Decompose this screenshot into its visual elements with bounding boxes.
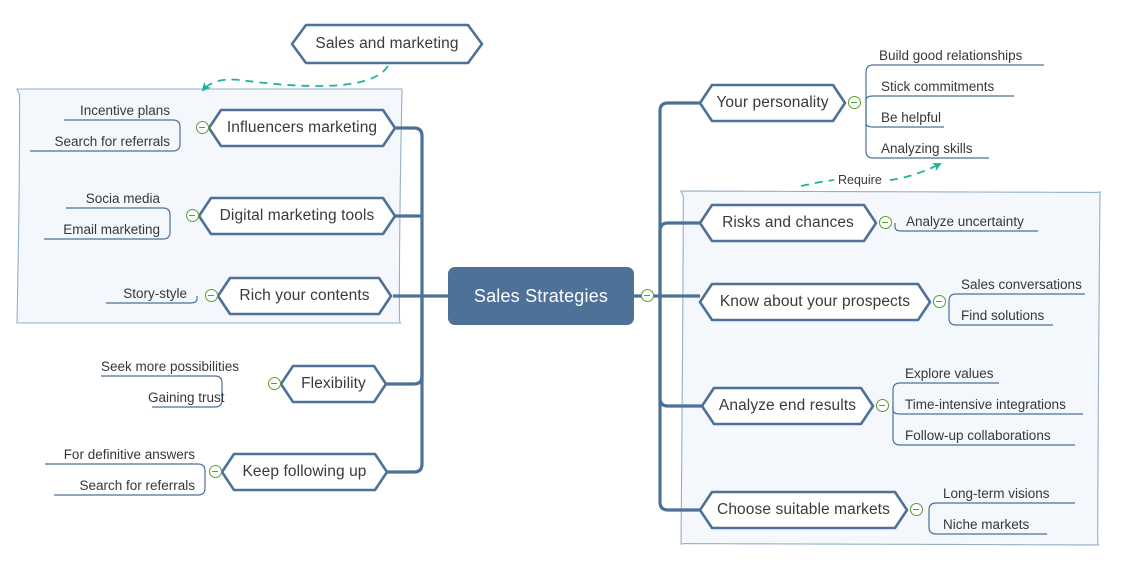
branch-label-rich-your-contents[interactable]: Rich your contents bbox=[239, 287, 370, 304]
floating-topic-label[interactable]: Sales and marketing bbox=[315, 35, 459, 52]
center-node-label: Sales Strategies bbox=[473, 285, 609, 306]
branch-label-analyze-end-results[interactable]: Analyze end results bbox=[718, 397, 857, 414]
branch-label-your-personality[interactable]: Your personality bbox=[716, 94, 829, 111]
leaf-story-style[interactable]: Story-style bbox=[123, 286, 187, 301]
leaf-niche-markets[interactable]: Niche markets bbox=[943, 517, 1030, 532]
toggle-digital-marketing-tools[interactable] bbox=[186, 209, 199, 222]
relationship-arrow-sales-marketing bbox=[201, 65, 389, 92]
leaf-socia-media[interactable]: Socia media bbox=[85, 191, 160, 206]
toggle-risks-and-chances[interactable] bbox=[879, 216, 892, 229]
toggle-rich-your-contents[interactable] bbox=[205, 289, 218, 302]
branch-label-risks-and-chances[interactable]: Risks and chances bbox=[722, 214, 854, 231]
leaf-find-solutions[interactable]: Find solutions bbox=[961, 308, 1045, 323]
leaf-long-term-visions[interactable]: Long-term visions bbox=[943, 486, 1050, 501]
branch-label-digital-marketing-tools[interactable]: Digital marketing tools bbox=[219, 207, 375, 224]
right-connectors bbox=[634, 101, 702, 512]
leaf-stick-commitments[interactable]: Stick commitments bbox=[881, 79, 995, 94]
toggle-influencers-marketing[interactable] bbox=[196, 121, 209, 134]
branch-label-influencers-marketing[interactable]: Influencers marketing bbox=[226, 119, 378, 136]
leaf-gaining-trust[interactable]: Gaining trust bbox=[148, 390, 225, 405]
left-leaf-rules bbox=[30, 119, 223, 496]
toggle-flexibility[interactable] bbox=[268, 377, 281, 390]
leaf-seek-more-possibilities[interactable]: Seek more possibilities bbox=[101, 359, 240, 374]
leaf-time-intensive-integrations[interactable]: Time-intensive integrations bbox=[905, 397, 1066, 412]
branch-label-flexibility[interactable]: Flexibility bbox=[301, 375, 366, 392]
leaf-follow-up-collaborations[interactable]: Follow-up collaborations bbox=[905, 428, 1051, 443]
toggle-your-personality[interactable] bbox=[848, 96, 861, 109]
leaf-analyzing-skills[interactable]: Analyzing skills bbox=[881, 141, 973, 156]
leaf-sales-conversations[interactable]: Sales conversations bbox=[961, 277, 1082, 292]
leaf-analyze-uncertainty[interactable]: Analyze uncertainty bbox=[906, 214, 1024, 229]
toggle-analyze-end-results[interactable] bbox=[876, 399, 889, 412]
toggle-know-about-your-prospects[interactable] bbox=[933, 295, 946, 308]
leaf-incentive-plans[interactable]: Incentive plans bbox=[79, 103, 170, 118]
branch-label-keep-following-up[interactable]: Keep following up bbox=[242, 463, 367, 480]
leaf-for-definitive-answers[interactable]: For definitive answers bbox=[63, 447, 195, 462]
leaf-search-for-referrals-keep-following-up[interactable]: Search for referrals bbox=[79, 478, 195, 493]
branch-label-know-about-your-prospects[interactable]: Know about your prospects bbox=[719, 293, 911, 310]
center-node[interactable]: Sales Strategies bbox=[448, 267, 634, 325]
left-connectors bbox=[381, 126, 448, 474]
leaf-build-good-relationships[interactable]: Build good relationships bbox=[879, 48, 1023, 63]
toggle-keep-following-up[interactable] bbox=[209, 465, 222, 478]
leaf-search-for-referrals-influencers[interactable]: Search for referrals bbox=[54, 134, 170, 149]
branch-label-choose-suitable-markets[interactable]: Choose suitable markets bbox=[717, 501, 890, 518]
leaf-explore-values[interactable]: Explore values bbox=[905, 366, 994, 381]
toggle-choose-suitable-markets[interactable] bbox=[910, 503, 923, 516]
toggle-center-node-right[interactable] bbox=[641, 289, 654, 302]
relationship-label-require[interactable]: Require bbox=[836, 173, 884, 187]
leaf-email-marketing[interactable]: Email marketing bbox=[63, 222, 160, 237]
leaf-be-helpful[interactable]: Be helpful bbox=[881, 110, 942, 125]
